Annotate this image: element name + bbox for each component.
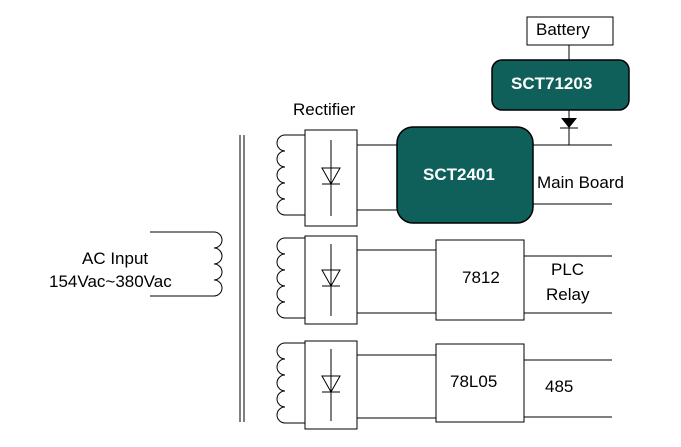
primary-coil xyxy=(213,231,223,297)
battery-label: Battery xyxy=(536,20,590,39)
battery-box xyxy=(526,16,614,46)
rectifier-diode-icon-3 xyxy=(321,349,341,421)
rectifier-diode-icon-1 xyxy=(321,140,341,216)
regulator-78l05-box xyxy=(435,343,525,423)
sct2401-label: SCT2401 xyxy=(423,165,495,184)
sct71203-chip xyxy=(491,59,630,111)
secondary-coil-3 xyxy=(276,342,286,424)
plc-label: PLC xyxy=(551,260,585,279)
secondary-coil-2 xyxy=(276,237,286,319)
ac-input-label: AC Input xyxy=(82,249,149,268)
sct71203-label: SCT71203 xyxy=(511,74,593,93)
regulator-7812-box xyxy=(435,239,525,321)
main-board-label: Main Board xyxy=(537,173,624,192)
rs485-label: 485 xyxy=(545,377,574,396)
secondary-coil-1 xyxy=(276,134,286,216)
rectifier-label: Rectifier xyxy=(293,100,356,119)
regulator-78l05-label: 78L05 xyxy=(450,372,498,391)
regulator-7812-label: 7812 xyxy=(462,268,500,287)
ac-input-range-label: 154Vac~380Vac xyxy=(49,272,172,291)
relay-label: Relay xyxy=(546,285,590,304)
rectifier-diode-icon-2 xyxy=(321,244,341,316)
sct2401-chip xyxy=(396,126,534,224)
diode-icon xyxy=(561,118,577,128)
